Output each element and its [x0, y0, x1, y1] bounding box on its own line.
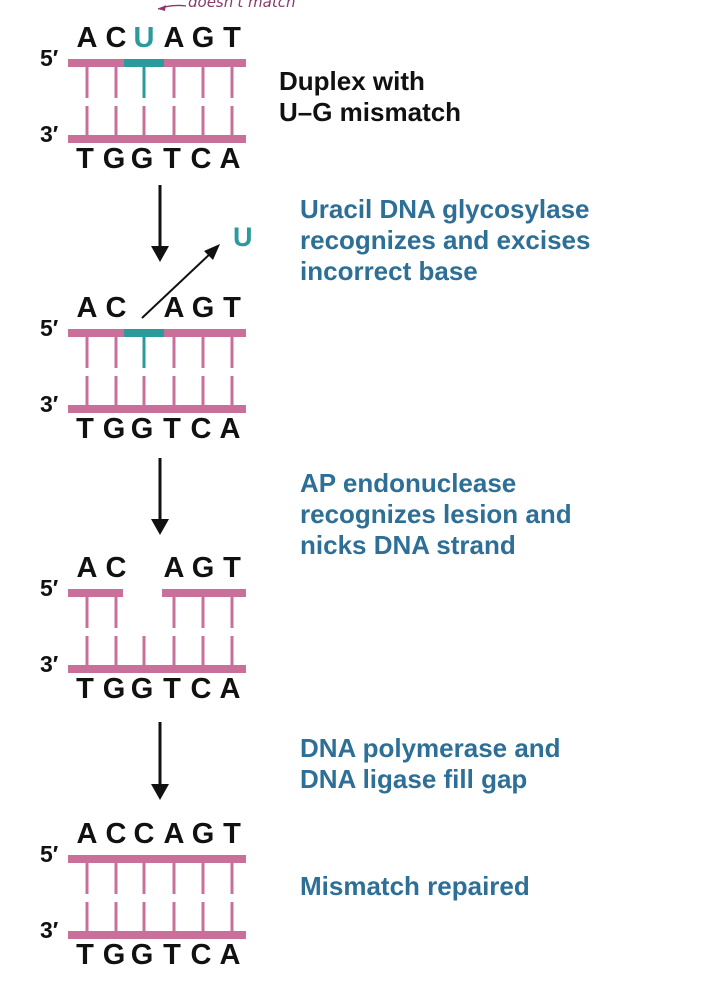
step-caption-line: recognizes and excises [300, 225, 590, 255]
bottom-strand-backbone [68, 931, 246, 939]
annotation-pointer-head [158, 5, 166, 11]
top-base: G [192, 818, 215, 850]
top-base: T [223, 552, 241, 584]
top-base: A [164, 552, 185, 584]
bottom-strand-backbone [68, 135, 246, 143]
top-base: G [192, 552, 215, 584]
top-base: U [134, 22, 155, 54]
bottom-base: A [220, 143, 241, 175]
step-caption-line: nicks DNA strand [300, 530, 516, 560]
top-base: C [134, 818, 155, 850]
bottom-base: A [220, 413, 241, 445]
bottom-base: A [220, 939, 241, 971]
bottom-base: G [103, 143, 126, 175]
top-base: A [77, 22, 98, 54]
step-caption-line: incorrect base [300, 256, 478, 286]
bottom-base: G [103, 413, 126, 445]
top-base: T [223, 292, 241, 324]
top-base: A [77, 552, 98, 584]
panel-title-line: U–G mismatch [279, 97, 461, 127]
top-base: T [223, 818, 241, 850]
bottom-base: C [191, 939, 212, 971]
three-prime-label: 3′ [40, 917, 59, 943]
five-prime-label: 5′ [40, 575, 59, 601]
three-prime-label: 3′ [40, 121, 59, 147]
bottom-base: A [220, 673, 241, 705]
top-strand-backbone [68, 855, 246, 863]
top-base: G [192, 22, 215, 54]
handwritten-note: doesn't match [188, 0, 295, 11]
mismatch-segment [124, 59, 164, 67]
bottom-base: T [163, 673, 181, 705]
bottom-base: G [131, 143, 154, 175]
bottom-base: T [76, 939, 94, 971]
top-base: A [164, 292, 185, 324]
top-base: G [192, 292, 215, 324]
top-base: C [106, 818, 127, 850]
top-strand-right-fragment [162, 589, 246, 597]
top-base: C [106, 22, 127, 54]
step-caption-line: Uracil DNA glycosylase [300, 194, 590, 224]
three-prime-label: 3′ [40, 651, 59, 677]
bottom-base: T [76, 673, 94, 705]
step-caption-line: DNA ligase fill gap [300, 764, 527, 794]
bottom-base: G [103, 939, 126, 971]
bottom-strand-backbone [68, 405, 246, 413]
step-arrow-head [151, 246, 169, 262]
three-prime-label: 3′ [40, 391, 59, 417]
step-caption-line: AP endonuclease [300, 468, 516, 498]
excision-arrow-shaft [141, 251, 213, 319]
panel-title-line: Duplex with [279, 66, 425, 96]
five-prime-label: 5′ [40, 315, 59, 341]
bottom-base: C [191, 673, 212, 705]
five-prime-label: 5′ [40, 45, 59, 71]
top-base: A [164, 22, 185, 54]
mismatch-segment [124, 329, 164, 337]
bottom-base: T [76, 143, 94, 175]
bottom-base: C [191, 413, 212, 445]
excision-arrow-head [204, 244, 220, 260]
top-base: A [77, 292, 98, 324]
bottom-base: T [163, 413, 181, 445]
bottom-base: T [163, 939, 181, 971]
top-base: T [223, 22, 241, 54]
bottom-strand-backbone [68, 665, 246, 673]
step-arrow-head [151, 519, 169, 535]
bottom-base: G [103, 673, 126, 705]
top-strand-left-fragment [68, 589, 123, 597]
bottom-base: G [131, 413, 154, 445]
bottom-base: T [163, 143, 181, 175]
bottom-base: T [76, 413, 94, 445]
top-base: C [106, 552, 127, 584]
step-caption-line: recognizes lesion and [300, 499, 572, 529]
top-base: A [77, 818, 98, 850]
bottom-base: G [131, 673, 154, 705]
step-caption-line: DNA polymerase and [300, 733, 561, 763]
top-base: A [164, 818, 185, 850]
bottom-base: G [131, 939, 154, 971]
five-prime-label: 5′ [40, 841, 59, 867]
bottom-base: C [191, 143, 212, 175]
top-base: C [106, 292, 127, 324]
final-caption: Mismatch repaired [300, 871, 530, 901]
excised-uracil: U [233, 222, 253, 252]
step-arrow-head [151, 784, 169, 800]
